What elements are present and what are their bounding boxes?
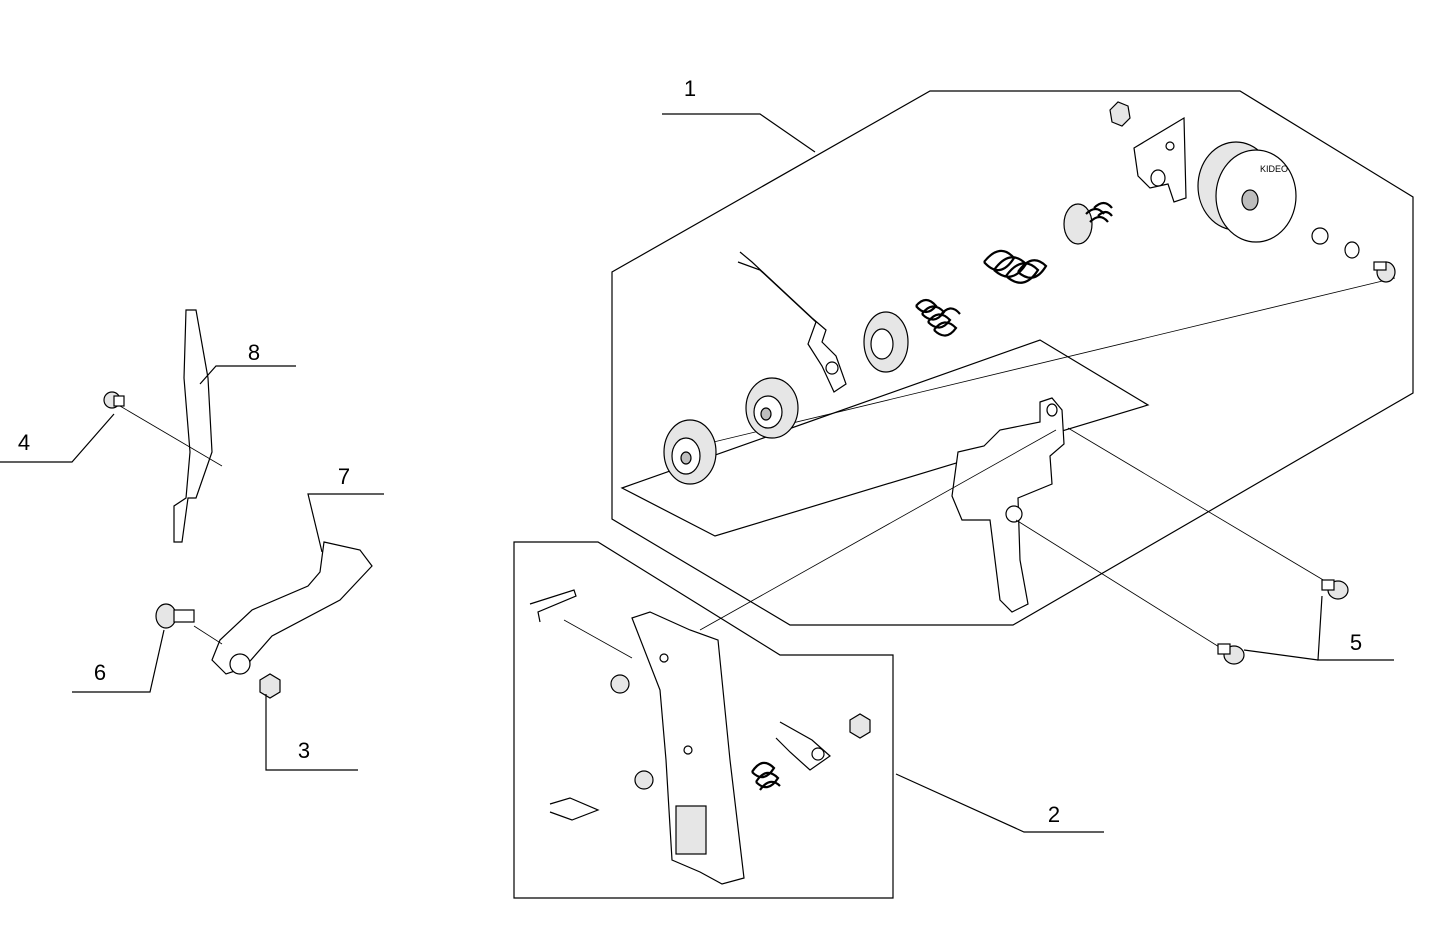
thread-guide-wire bbox=[737, 251, 847, 393]
rod-screw bbox=[103, 391, 125, 409]
tension-washer bbox=[863, 311, 909, 373]
assembly-1-outline bbox=[611, 90, 1414, 626]
callout-8-label: 8 bbox=[248, 340, 260, 365]
arm-nut bbox=[259, 673, 281, 699]
rod-screw-leader bbox=[119, 405, 223, 467]
check-spring bbox=[751, 721, 831, 791]
release-lever bbox=[951, 397, 1065, 613]
knob-washer-2 bbox=[1344, 241, 1360, 259]
callout-5-label: 5 bbox=[1350, 630, 1362, 655]
take-up-cover bbox=[631, 611, 745, 885]
tension-dial-knob: KIDEO bbox=[1197, 141, 1297, 243]
mounting-bracket bbox=[1133, 116, 1187, 203]
callout-3-label: 3 bbox=[298, 738, 310, 763]
pedal-arm bbox=[211, 541, 373, 675]
tension-disc-middle bbox=[745, 377, 799, 439]
callout-1: 1 bbox=[662, 76, 816, 153]
callout-8: 8 bbox=[199, 340, 296, 385]
callout-5: 5 bbox=[1243, 595, 1394, 661]
tension-disc-front bbox=[663, 419, 717, 485]
bolt-axis bbox=[193, 625, 223, 645]
thread-guide-rod bbox=[173, 309, 213, 543]
group-link-line bbox=[699, 429, 1057, 631]
callout-7: 7 bbox=[307, 464, 384, 553]
assembly-2-outline bbox=[513, 541, 894, 899]
top-nut bbox=[1109, 101, 1131, 127]
clip-leader bbox=[563, 619, 633, 659]
callout-3: 3 bbox=[265, 694, 358, 771]
callout-6-label: 6 bbox=[94, 660, 106, 685]
callout-4: 4 bbox=[0, 413, 115, 463]
callout-2-label: 2 bbox=[1048, 802, 1060, 827]
lever-leader-a bbox=[1067, 427, 1331, 585]
lever-leader-b bbox=[1015, 519, 1225, 651]
callout-2: 2 bbox=[895, 773, 1104, 833]
arm-shaft-bolt bbox=[155, 603, 195, 629]
spring-retainer bbox=[1063, 201, 1113, 245]
knob-label: KIDEO bbox=[1260, 164, 1288, 174]
lever-screw-a bbox=[1321, 579, 1349, 600]
spring-screw bbox=[849, 713, 871, 739]
large-spring bbox=[983, 249, 1048, 284]
callout-4-label: 4 bbox=[18, 430, 30, 455]
cover-screw-upper bbox=[610, 674, 630, 694]
callout-7-label: 7 bbox=[338, 464, 350, 489]
wire-clip-upper bbox=[529, 589, 577, 623]
cover-screw-lower bbox=[634, 770, 654, 790]
wire-clip-lower bbox=[549, 797, 600, 821]
callout-6: 6 bbox=[72, 629, 165, 693]
callout-1-label: 1 bbox=[684, 76, 696, 101]
inner-platform-outline bbox=[620, 339, 1150, 537]
small-spring bbox=[915, 298, 961, 337]
lever-screw-b bbox=[1217, 643, 1245, 665]
knob-washer-1 bbox=[1311, 227, 1329, 245]
knob-screw bbox=[1373, 261, 1396, 283]
